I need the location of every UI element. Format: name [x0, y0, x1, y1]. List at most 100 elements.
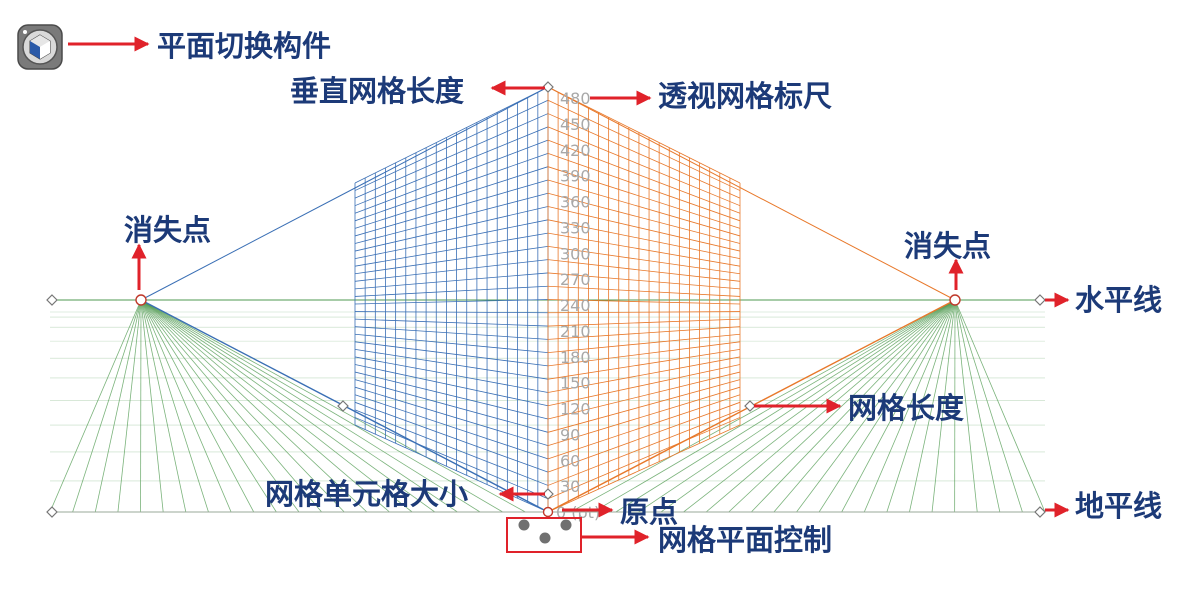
ruler-tick-label: 360: [560, 193, 591, 212]
ground-fan-line: [140, 299, 458, 513]
grid-handles: [46, 81, 1046, 518]
left-grid-horizontal: [354, 99, 549, 191]
left-grid-horizontal: [354, 364, 549, 407]
left-grid-horizontal: [354, 318, 549, 327]
ruler-tick-label: 300: [560, 244, 591, 263]
ground-fan-line: [140, 299, 322, 513]
ruler-tick-label: 60: [560, 451, 580, 470]
left-grid-horizontal: [354, 245, 549, 275]
grid-extent-label: 网格长度: [848, 391, 964, 425]
ground-fan-line: [140, 299, 368, 513]
ground-fan-line: [140, 299, 481, 513]
left-grid-horizontal: [354, 259, 549, 282]
left-top-edge: [140, 86, 549, 301]
right-grid-horizontal: [547, 206, 741, 252]
right-grid-horizontal: [547, 371, 741, 420]
right-grid-horizontal: [547, 333, 741, 354]
right-grid-horizontal: [547, 401, 741, 473]
left-grid-horizontal: [354, 232, 549, 267]
ruler-tick-label: 150: [560, 374, 591, 393]
right-grid-horizontal: [547, 318, 741, 327]
ruler-tick-label: 390: [560, 167, 591, 186]
right-grid-horizontal: [547, 394, 741, 460]
ruler-tick-label: 450: [560, 115, 591, 134]
ruler-tick-label: 270: [560, 270, 591, 289]
plane-switch-label: 平面切换构件: [157, 29, 331, 63]
ground-fan-line: [931, 299, 956, 513]
ruler-tick-label: 90: [560, 425, 580, 444]
left-grid-extent-handle: [337, 400, 349, 412]
vanishing-point-right-handle: [949, 294, 961, 306]
ground-fan-line: [117, 299, 142, 513]
right-grid-horizontal: [547, 356, 741, 393]
left-grid-horizontal: [354, 326, 549, 340]
grid-plane-control[interactable]: [506, 517, 582, 553]
ground-fan-line: [140, 299, 164, 513]
grid-cell-size-label: 网格单元格大小: [265, 477, 468, 511]
ruler-tick-label: 480: [560, 89, 591, 108]
left-grid-horizontal: [354, 409, 549, 486]
left-grid-horizontal: [354, 206, 549, 252]
left-grid-horizontal: [354, 341, 549, 367]
ground-fan-line: [140, 299, 209, 513]
vanishing-point-right-label: 消失点: [904, 229, 991, 263]
ground-fan-line: [140, 299, 255, 513]
right-grid-horizontal: [547, 285, 741, 297]
right-grid-horizontal: [547, 166, 741, 229]
left-grid-horizontal: [354, 311, 549, 314]
ground-fan-line: [728, 299, 956, 513]
ground-fan-line: [140, 299, 300, 513]
ground-fan-line: [140, 299, 277, 513]
right-grid-horizontal: [547, 99, 741, 191]
left-grid-horizontal: [354, 394, 549, 460]
origin-label: 原点: [620, 495, 678, 529]
ruler-tick-label: 120: [560, 400, 591, 419]
ruler-tick-label: 180: [560, 348, 591, 367]
cube-icon: [29, 34, 51, 60]
ground-fan-line: [140, 299, 390, 513]
right-grid-extent-handle: [744, 400, 756, 412]
ground-fan-line: [72, 299, 142, 513]
ground-fan-line: [818, 299, 956, 513]
ground-fan-line: [954, 299, 1023, 513]
ground-fan-line: [909, 299, 956, 513]
vanishing-point-left-handle: [135, 294, 147, 306]
right-grid-horizontal: [547, 179, 741, 237]
perspective-ruler-label: 透视网格标尺: [658, 79, 832, 113]
right-grid-horizontal: [547, 386, 741, 446]
right-grid-horizontal: [547, 86, 741, 184]
plane-switching-widget[interactable]: [17, 24, 63, 70]
right-grid-horizontal: [547, 259, 741, 282]
ground-fan-line: [954, 299, 1001, 513]
ground-fan-line: [49, 299, 142, 513]
ground-fan-line: [140, 299, 503, 513]
ruler-tick-label: 210: [560, 322, 591, 341]
right-grid-horizontal: [547, 409, 741, 486]
ground-right-handle: [1034, 506, 1046, 518]
ground-fan-line: [140, 299, 413, 513]
ground-fan-line: [94, 299, 142, 513]
right-grid-horizontal: [547, 424, 741, 513]
vertical-extent-handle: [542, 81, 554, 93]
ground-fan-line: [140, 299, 187, 513]
ground-fan-line: [140, 299, 526, 513]
horizon-left-handle: [46, 294, 58, 306]
left-grid-horizontal: [354, 424, 549, 513]
vanishing-point-left-label: 消失点: [124, 213, 211, 247]
perspective-ruler: 4804504203903603303002702402101801501209…: [556, 89, 600, 522]
left-grid-horizontal: [354, 192, 549, 244]
right-grid-horizontal: [547, 379, 741, 433]
left-grid-horizontal: [354, 166, 549, 229]
right-grid-horizontal: [547, 153, 741, 222]
right-grid-horizontal: [547, 126, 741, 207]
left-grid-horizontal: [354, 299, 549, 305]
ground-fan-line: [954, 299, 978, 513]
cell-size-handle: [542, 488, 554, 500]
ground-fan-line: [773, 299, 956, 513]
ground-fan-line: [886, 299, 956, 513]
ground-fan-line: [140, 299, 232, 513]
ruler-tick-label: 420: [560, 141, 591, 160]
ground-left-handle: [46, 506, 58, 518]
